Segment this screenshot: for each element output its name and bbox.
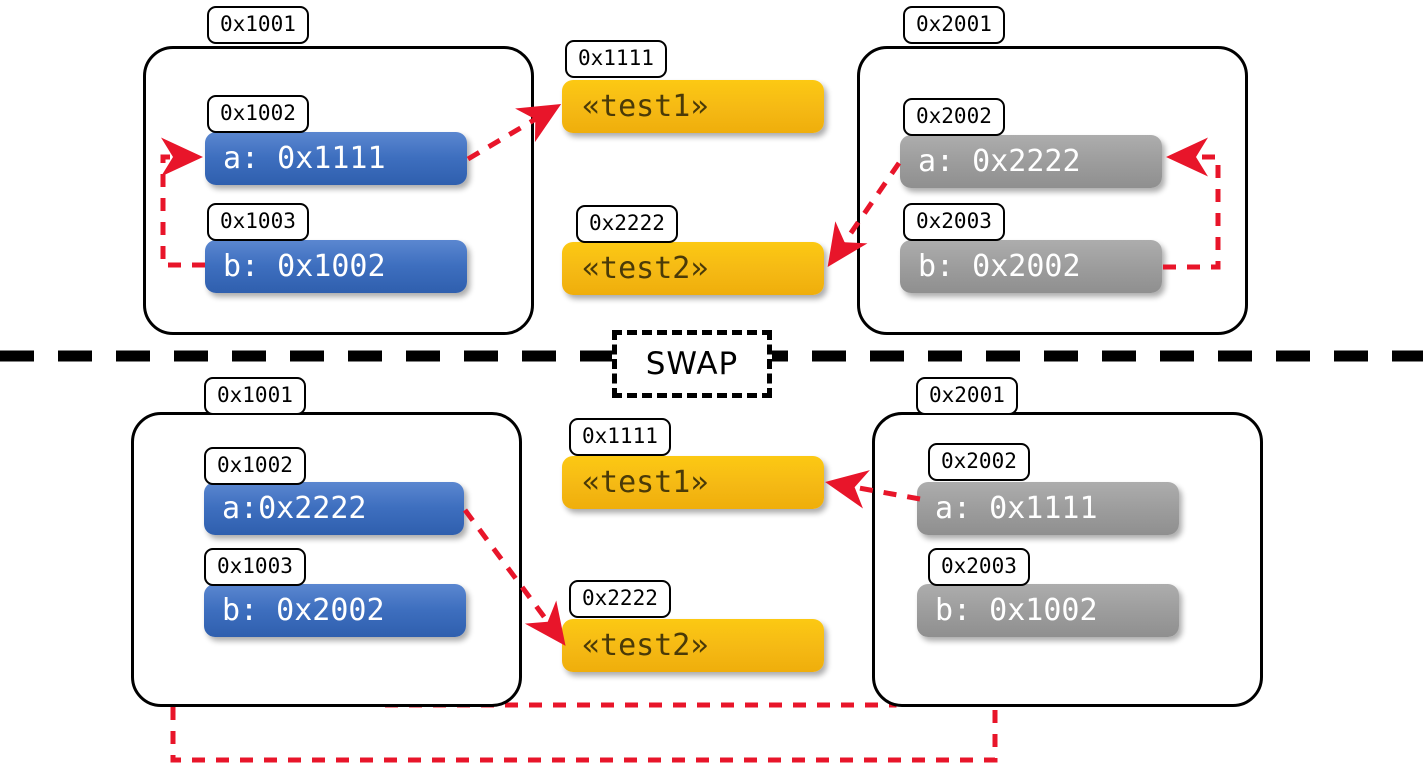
before-object0-pill: «test1» (562, 80, 824, 133)
before-right-slot0-pill: a: 0x2222 (900, 135, 1162, 188)
after-left-slot0-value: a:0x2222 (222, 490, 367, 526)
before-left-scope-address-tag: 0x1001 (207, 6, 309, 44)
after-right-slot1-pill: b: 0x1002 (917, 584, 1179, 637)
before-right-scope-address-tag: 0x2001 (903, 6, 1005, 44)
after-right-scope-address-tag: 0x2001 (916, 377, 1018, 415)
before-left-slot0-address-tag: 0x1002 (207, 95, 309, 133)
before-right-slot1-address-tag: 0x2003 (903, 203, 1005, 241)
after-left-slot1-pill: b: 0x2002 (204, 584, 466, 637)
before-right-slot1-value: b: 0x2002 (918, 248, 1081, 284)
before-right-slot1-pill: b: 0x2002 (900, 240, 1162, 293)
before-left-slot1-value: b: 0x1002 (223, 248, 386, 284)
after-right-slot1-address-tag: 0x2003 (928, 548, 1030, 586)
before-object0-value: «test1» (582, 88, 709, 124)
before-left-slot0-value: a: 0x1111 (223, 140, 386, 176)
after-object1-pill: «test2» (562, 619, 824, 672)
after-right-slot0-pill: a: 0x1111 (917, 482, 1179, 535)
after-right-slot1-value: b: 0x1002 (935, 592, 1098, 628)
after-object1-address-tag: 0x2222 (569, 580, 671, 618)
before-object0-address-tag: 0x1111 (565, 40, 667, 78)
before-object1-value: «test2» (582, 250, 709, 286)
after-object0-pill: «test1» (562, 456, 824, 509)
before-left-slot0-pill: a: 0x1111 (205, 132, 467, 185)
swap-label-text: SWAP (645, 346, 739, 382)
after-right-slot0-value: a: 0x1111 (935, 490, 1098, 526)
after-right-slot0-address-tag: 0x2002 (928, 443, 1030, 481)
after-object0-address-tag: 0x1111 (569, 418, 671, 456)
after-left-scope-box (131, 412, 522, 707)
after-left-slot1-address-tag: 0x1003 (204, 548, 306, 586)
before-right-slot0-value: a: 0x2222 (918, 143, 1081, 179)
after-object0-value: «test1» (582, 464, 709, 500)
after-left-slot1-value: b: 0x2002 (222, 592, 385, 628)
swap-label-box: SWAP (612, 330, 772, 398)
before-right-slot0-address-tag: 0x2002 (903, 98, 1005, 136)
after-left-scope-address-tag: 0x1001 (204, 377, 306, 415)
before-left-slot1-address-tag: 0x1003 (207, 203, 309, 241)
before-object1-address-tag: 0x2222 (576, 205, 678, 243)
before-left-slot1-pill: b: 0x1002 (205, 240, 467, 293)
after-left-slot0-pill: a:0x2222 (204, 482, 464, 535)
after-left-slot0-address-tag: 0x1002 (204, 447, 306, 485)
before-object1-pill: «test2» (562, 242, 824, 295)
after-object1-value: «test2» (582, 627, 709, 663)
